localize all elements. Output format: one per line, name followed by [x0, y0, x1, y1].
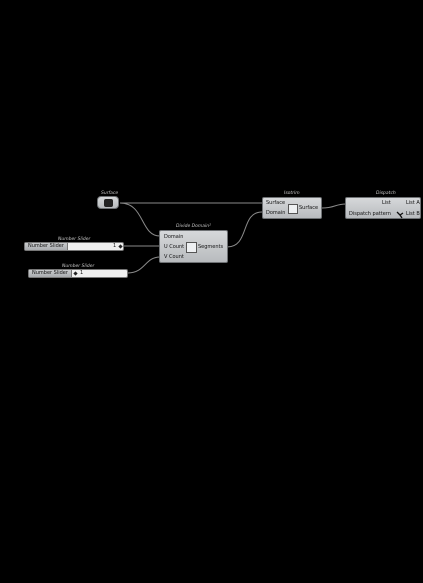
surface-param-node[interactable]: [97, 196, 119, 209]
divide-domain-title: Divide Domain²: [176, 224, 211, 229]
dispatch-input-pattern[interactable]: Dispatch pattern: [349, 211, 391, 217]
slider2-title: Number Slider: [62, 264, 95, 269]
slider2-value: 1: [80, 270, 84, 276]
divide-domain-node[interactable]: Domain U Count V Count Segments: [159, 230, 228, 263]
isotrim-output-surface[interactable]: Surface: [299, 205, 319, 211]
dispatch-input-list[interactable]: List: [382, 200, 391, 206]
isotrim-input-domain[interactable]: Domain: [266, 210, 286, 216]
slider2-handle-icon[interactable]: [73, 271, 78, 276]
number-slider-2[interactable]: Number Slider 1: [28, 269, 128, 278]
slider1-value: 1: [113, 243, 117, 249]
wire-segments-to-isotrim: [226, 211, 263, 248]
slider1-handle-icon[interactable]: [118, 244, 123, 249]
wire-surface-to-divide: [119, 202, 161, 237]
isotrim-node[interactable]: Surface Domain Surface: [262, 197, 322, 219]
dispatch-title: Dispatch: [376, 191, 396, 196]
isotrim-title: Isotrim: [284, 191, 300, 196]
dispatch-node[interactable]: List Dispatch pattern List A List B: [345, 197, 421, 219]
divide-domain-icon: [186, 242, 197, 253]
divide-output-segments[interactable]: Segments: [198, 244, 224, 250]
dispatch-output-listb[interactable]: List B: [406, 211, 420, 217]
surface-param-title: Surface: [101, 191, 119, 196]
wire-slider2-to-vcount: [127, 256, 161, 274]
surface-icon: [104, 199, 113, 207]
isotrim-icon: [288, 204, 298, 214]
dispatch-icon: [396, 204, 404, 219]
slider2-label: Number Slider: [29, 270, 72, 277]
wire-isotrim-to-dispatch: [321, 203, 347, 209]
isotrim-input-surface[interactable]: Surface: [266, 200, 286, 206]
divide-input-domain[interactable]: Domain: [164, 234, 184, 240]
divide-input-vcount[interactable]: V Count: [164, 254, 184, 260]
number-slider-1[interactable]: Number Slider 1: [24, 242, 124, 251]
dispatch-output-lista[interactable]: List A: [406, 200, 420, 206]
slider1-title: Number Slider: [58, 237, 91, 242]
divide-input-ucount[interactable]: U Count: [164, 244, 185, 250]
slider1-label: Number Slider: [25, 243, 68, 250]
